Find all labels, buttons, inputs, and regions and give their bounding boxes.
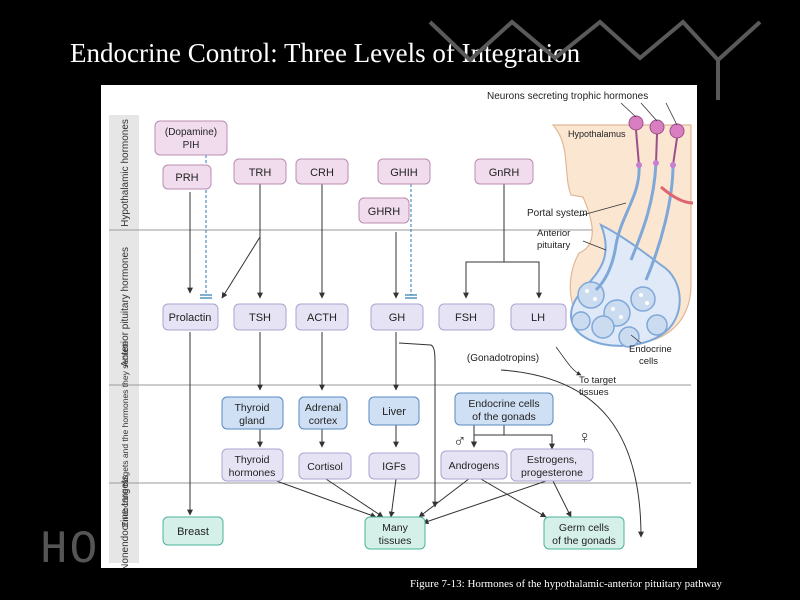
female-symbol: ♀ — [578, 427, 592, 447]
svg-text:progesterone: progesterone — [521, 467, 583, 479]
anatomy-label-endocrine-cells-2: cells — [639, 356, 658, 367]
node-thyroid-gland: Thyroid gland — [221, 396, 284, 430]
svg-text:Thyroid: Thyroid — [234, 402, 269, 414]
svg-text:PIH: PIH — [183, 140, 200, 151]
svg-text:(Dopamine): (Dopamine) — [165, 127, 217, 138]
male-symbol: ♂ — [453, 431, 467, 451]
node-ghih: GHIH — [377, 158, 431, 185]
row-label-endocrine: Endocrine targets and the hormones they … — [120, 341, 130, 527]
row-label-anterior: Anterior pituitary hormones — [120, 247, 131, 367]
node-tsh: TSH — [233, 303, 287, 331]
node-crh: CRH — [295, 158, 349, 185]
inhibitory-connectors — [205, 150, 412, 295]
node-igfs: IGFs — [368, 452, 420, 480]
svg-text:CRH: CRH — [310, 167, 334, 179]
figure-caption: Figure 7-13: Hormones of the hypothalami… — [410, 578, 722, 590]
svg-text:Liver: Liver — [382, 406, 406, 418]
node-prolactin: Prolactin — [162, 303, 219, 331]
node-germ-cells: Germ cells of the gonads — [543, 516, 625, 550]
node-liver: Liver — [368, 396, 420, 426]
svg-text:Cortisol: Cortisol — [307, 461, 343, 473]
diagram-panel: Hypothalamic hormones Anterior pituitary… — [101, 85, 697, 571]
node-many-tissues: Many tissues — [364, 516, 426, 550]
svg-text:Androgens: Androgens — [449, 460, 500, 472]
anatomy-label-target-2: tissues — [579, 387, 609, 398]
anatomy-label-endocrine-cells-1: Endocrine — [629, 344, 672, 355]
svg-text:TSH: TSH — [249, 312, 271, 324]
svg-text:IGFs: IGFs — [382, 461, 406, 473]
node-androgens: Androgens — [440, 450, 508, 480]
svg-text:of the gonads: of the gonads — [472, 411, 536, 423]
svg-text:GHRH: GHRH — [368, 206, 400, 218]
node-trh: TRH — [233, 158, 287, 185]
svg-text:Germ cells: Germ cells — [559, 522, 609, 534]
node-adrenal-cortex: Adrenal cortex — [298, 396, 348, 430]
svg-text:Endocrine cells: Endocrine cells — [468, 398, 539, 410]
anatomy-label-target-1: To target — [579, 375, 616, 386]
svg-text:hormones: hormones — [229, 467, 276, 479]
node-prh: PRH — [162, 164, 212, 190]
slide-title: Endocrine Control: Three Levels of Integ… — [70, 38, 581, 68]
row-label-nonendocrine: Nonendocrine targets — [120, 475, 131, 568]
svg-text:LH: LH — [531, 312, 545, 324]
svg-text:TRH: TRH — [249, 167, 272, 179]
svg-text:GnRH: GnRH — [489, 167, 520, 179]
svg-text:GH: GH — [389, 312, 406, 324]
node-fsh: FSH — [438, 303, 495, 331]
endocrine-diagram: Hypothalamic hormones Anterior pituitary… — [109, 91, 694, 571]
svg-text:ACTH: ACTH — [307, 312, 337, 324]
svg-text:tissues: tissues — [379, 535, 412, 547]
node-breast: Breast — [162, 516, 224, 546]
svg-text:GHIH: GHIH — [390, 167, 418, 179]
row-label-strip — [109, 115, 139, 563]
node-lh: LH — [510, 303, 567, 331]
node-dopamine-pih: (Dopamine) PIH — [154, 120, 228, 156]
svg-text:Adrenal: Adrenal — [305, 402, 341, 414]
node-gonad-endocrine-cells: Endocrine cells of the gonads — [454, 392, 554, 426]
anatomy-label-portal: Portal system — [527, 208, 588, 219]
svg-text:Thyroid: Thyroid — [234, 454, 269, 466]
svg-text:Many: Many — [382, 522, 408, 534]
node-cortisol: Cortisol — [298, 452, 352, 480]
node-ghrh: GHRH — [358, 197, 410, 224]
svg-text:Breast: Breast — [177, 526, 209, 538]
row-label-hypothalamic: Hypothalamic hormones — [120, 119, 131, 227]
node-gh: GH — [370, 303, 424, 331]
svg-text:Estrogens,: Estrogens, — [527, 454, 577, 466]
node-estrogens: Estrogens, progesterone — [510, 448, 594, 482]
svg-text:cortex: cortex — [309, 415, 338, 427]
node-acth: ACTH — [295, 303, 349, 331]
node-thyroid-hormones: Thyroid hormones — [221, 448, 284, 482]
connectors — [187, 184, 644, 538]
svg-text:of the gonads: of the gonads — [552, 535, 616, 547]
node-gnrh: GnRH — [474, 158, 534, 185]
background-text: HO — [40, 524, 100, 576]
svg-text:PRH: PRH — [175, 172, 198, 184]
anatomy-label-hypothalamus: Hypothalamus — [568, 129, 626, 139]
anatomy-label-anterior-2: pituitary — [537, 240, 571, 251]
anatomy-label-anterior-1: Anterior — [537, 228, 570, 239]
svg-text:FSH: FSH — [455, 312, 477, 324]
pituitary-illustration — [551, 102, 694, 376]
svg-text:gland: gland — [239, 415, 265, 427]
svg-text:Prolactin: Prolactin — [169, 312, 212, 324]
label-gonadotropins: (Gonadotropins) — [467, 353, 539, 364]
anatomy-label-neurons: Neurons secreting trophic hormones — [487, 91, 648, 102]
